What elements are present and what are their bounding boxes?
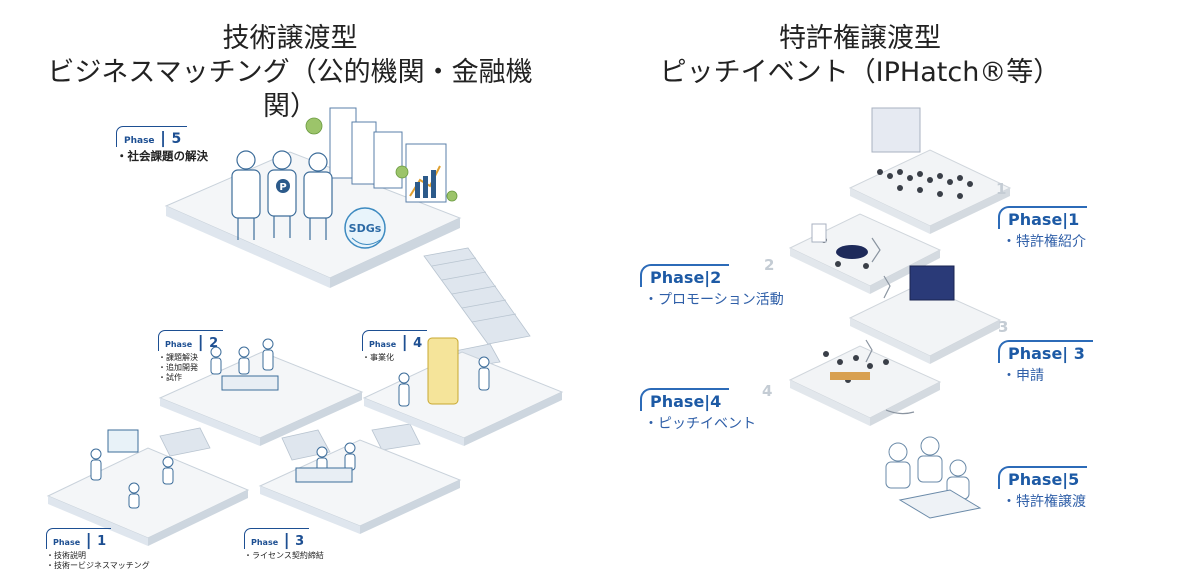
right-phase-3: Phase| 3 申請 xyxy=(998,340,1093,385)
svg-text:2: 2 xyxy=(764,256,774,274)
trees xyxy=(305,117,458,202)
transfer-scene xyxy=(885,436,982,519)
right-phase-5-desc: 特許権譲渡 xyxy=(998,491,1087,511)
right-phase-4-desc: ピッチイベント xyxy=(640,413,756,433)
phase3-item: ライセンス契約締結 xyxy=(244,551,324,561)
svg-text:SDGs: SDGs xyxy=(349,222,382,235)
right-phase-2: Phase|2 プロモーション活動 xyxy=(640,264,784,309)
crowd xyxy=(877,169,973,199)
right-phase-2-desc: プロモーション活動 xyxy=(640,289,784,309)
right-title: 特許権譲渡型 ピッチイベント（IPHatch®等） xyxy=(650,22,1070,90)
phase1-item: 技術ービジネスマッチング xyxy=(46,561,150,571)
platform-phase4 xyxy=(362,351,564,439)
stage-screen xyxy=(871,107,921,153)
right-phase-3-label: Phase| 3 xyxy=(998,340,1093,363)
right-title-line1: 特許権譲渡型 xyxy=(779,23,941,54)
left-title: 技術譲渡型 ビジネスマッチング（公的機関・金融機関） xyxy=(30,22,550,124)
right-phase-1: Phase|1 特許権紹介 xyxy=(998,206,1088,251)
phase2-item: 試作 xyxy=(158,373,223,383)
left-title-line2: ビジネスマッチング（公的機関・金融機関） xyxy=(47,57,533,122)
svg-text:4: 4 xyxy=(762,382,772,400)
right-platforms xyxy=(788,149,1012,426)
left-phase-2: Phase | 2 課題解決 追加開発 試作 xyxy=(158,330,224,383)
phase2-item: 追加開発 xyxy=(158,363,223,373)
p-badge xyxy=(276,179,290,193)
application-monitor xyxy=(909,265,955,301)
right-phase-1-label: Phase|1 xyxy=(998,206,1088,229)
right-phase-3-desc: 申請 xyxy=(998,365,1093,385)
right-phase-4-label: Phase|4 xyxy=(640,388,730,411)
people-phase5 xyxy=(231,150,333,240)
right-phase-5-label: Phase|5 xyxy=(998,466,1088,489)
right-phase-5: Phase|5 特許権譲渡 xyxy=(998,466,1088,511)
right-phase-4: Phase|4 ピッチイベント xyxy=(640,388,756,433)
left-phase-1: Phase | 1 技術説明 技術ービジネスマッチング xyxy=(46,528,150,571)
platform-phase1 xyxy=(46,447,250,539)
right-phase-1-desc: 特許権紹介 xyxy=(998,231,1087,251)
left-phase-3: Phase | 3 ライセンス契約締結 xyxy=(244,528,324,561)
rplatform-1 xyxy=(848,149,1012,227)
svg-text:3: 3 xyxy=(998,318,1008,336)
phase5-item: 社会課題の解決 xyxy=(116,149,209,163)
left-phase-5: Phase | 5 社会課題の解決 xyxy=(116,126,208,163)
promo-scene xyxy=(811,223,869,269)
phase4-item: 事業化 xyxy=(362,353,427,363)
sdgs-globe: SDGs xyxy=(344,207,386,249)
phase1-item: 技術説明 xyxy=(46,551,150,561)
svg-text:1: 1 xyxy=(996,180,1006,198)
p-badge-letter: P xyxy=(279,182,286,193)
right-phase-2-label: Phase|2 xyxy=(640,264,730,287)
connectors xyxy=(865,237,915,415)
right-title-line2: ピッチイベント（IPHatch®等） xyxy=(659,57,1061,88)
left-phase-4: Phase | 4 事業化 xyxy=(362,330,428,363)
step-numbers: 1 2 3 4 xyxy=(762,180,1008,400)
pitch-scene xyxy=(823,351,889,383)
phase2-item: 課題解決 xyxy=(158,353,223,363)
left-title-line1: 技術譲渡型 xyxy=(222,23,358,54)
city-buildings xyxy=(329,107,447,203)
